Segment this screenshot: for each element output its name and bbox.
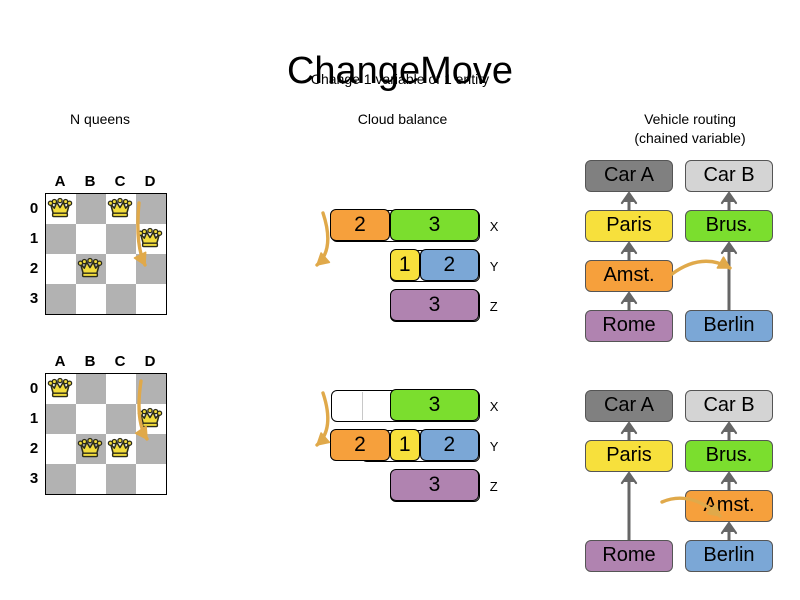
- cloud-computer-label-X: X: [489, 219, 499, 234]
- board-cell-D0[interactable]: [136, 194, 166, 224]
- board-rank-label-3: 3: [29, 290, 39, 307]
- board-file-label-C: C: [114, 173, 126, 190]
- routing-chain-edge: [620, 241, 638, 260]
- move-arrow-icon: [134, 379, 149, 441]
- routing-node-rome[interactable]: Rome: [585, 310, 673, 342]
- board-cell-B3[interactable]: [76, 284, 106, 314]
- move-arrow-icon: [315, 391, 331, 447]
- board-cell-C2[interactable]: [106, 254, 136, 284]
- routing-chain-edge: [620, 471, 638, 540]
- cloud-computer-label-Y: Y: [489, 259, 499, 274]
- routing-chain-edge: [620, 421, 638, 440]
- board-cell-C3[interactable]: [106, 464, 136, 494]
- board-file-label-D: D: [144, 353, 156, 370]
- cloud-process-X-2[interactable]: 3: [389, 209, 480, 242]
- move-arrow-icon: [133, 201, 147, 267]
- routing-chain-edge: [720, 471, 738, 490]
- routing-chain-edge: [620, 191, 638, 210]
- section-heading-nqueens: N queens: [70, 111, 130, 127]
- board-cell-D3[interactable]: [136, 284, 166, 314]
- board-file-label-A: A: [54, 173, 66, 190]
- routing-node-car-b[interactable]: Car B: [685, 160, 773, 192]
- routing-node-paris[interactable]: Paris: [585, 210, 673, 242]
- routing-node-berlin[interactable]: Berlin: [685, 310, 773, 342]
- routing-node-brus[interactable]: Brus.: [685, 210, 773, 242]
- board-cell-C1[interactable]: [106, 224, 136, 254]
- board-cell-B0[interactable]: [76, 194, 106, 224]
- board-cell-C1[interactable]: [106, 404, 136, 434]
- cloud-process-Z-1[interactable]: 3: [389, 289, 480, 322]
- board-cell-B0[interactable]: [76, 374, 106, 404]
- cloud-computer-label-X: X: [489, 399, 499, 414]
- cloud-process-Z-1[interactable]: 3: [389, 469, 480, 502]
- routing-node-brus[interactable]: Brus.: [685, 440, 773, 472]
- page-subtitle: Change 1 variable of 1 entity: [310, 71, 490, 87]
- move-arrow-icon: [670, 256, 732, 276]
- routing-chain-edge: [620, 291, 638, 310]
- cloud-process-X-1[interactable]: 2: [330, 209, 390, 242]
- cloud-process-Y-1[interactable]: 2: [330, 429, 390, 462]
- board-rank-label-0: 0: [29, 200, 39, 217]
- routing-node-amst[interactable]: Amst.: [585, 260, 673, 292]
- board-cell-D3[interactable]: [136, 464, 166, 494]
- cloud-computer-label-Z: Z: [489, 299, 498, 314]
- board-rank-label-3: 3: [29, 470, 39, 487]
- cloud-process-Y-3[interactable]: 2: [419, 429, 480, 462]
- routing-node-car-b[interactable]: Car B: [685, 390, 773, 422]
- move-arrow-icon: [660, 496, 722, 518]
- board-cell-D2[interactable]: [136, 434, 166, 464]
- board-rank-label-2: 2: [29, 440, 39, 457]
- board-file-label-B: B: [84, 353, 96, 370]
- cloud-process-Y-1[interactable]: 1: [389, 249, 420, 282]
- routing-chain-edge: [720, 191, 738, 210]
- cloud-computer-bar-Z[interactable]: 3: [389, 289, 480, 322]
- cloud-computer-bar-Z[interactable]: 3: [389, 469, 480, 502]
- cloud-computer-bar-X[interactable]: 3: [330, 389, 480, 422]
- board-rank-label-1: 1: [29, 230, 39, 247]
- board-cell-C0[interactable]: [106, 374, 136, 404]
- cloud-process-Y-2[interactable]: 2: [419, 249, 480, 282]
- section-heading-routing-line1: Vehicle routing: [644, 111, 736, 127]
- board-rank-label-0: 0: [29, 380, 39, 397]
- board-cell-B1[interactable]: [76, 404, 106, 434]
- routing-chain-edge: [720, 521, 738, 540]
- board-cell-A2[interactable]: [46, 434, 76, 464]
- board-file-label-D: D: [144, 173, 156, 190]
- routing-node-paris[interactable]: Paris: [585, 440, 673, 472]
- routing-node-rome[interactable]: Rome: [585, 540, 673, 572]
- board-cell-B1[interactable]: [76, 224, 106, 254]
- board-cell-A1[interactable]: [46, 404, 76, 434]
- board-file-label-A: A: [54, 353, 66, 370]
- board-rank-label-1: 1: [29, 410, 39, 427]
- cloud-computer-label-Y: Y: [489, 439, 499, 454]
- board-cell-A1[interactable]: [46, 224, 76, 254]
- section-heading-routing-line2: (chained variable): [634, 130, 746, 146]
- routing-node-car-a[interactable]: Car A: [585, 160, 673, 192]
- board-file-label-C: C: [114, 353, 126, 370]
- board-cell-B3[interactable]: [76, 464, 106, 494]
- board-cell-A3[interactable]: [46, 284, 76, 314]
- move-arrow-icon: [315, 211, 331, 267]
- board-cell-A3[interactable]: [46, 464, 76, 494]
- board-cell-C3[interactable]: [106, 284, 136, 314]
- board-file-label-B: B: [84, 173, 96, 190]
- cloud-empty-slot-divider: [361, 392, 363, 420]
- cloud-process-Y-2[interactable]: 1: [389, 429, 420, 462]
- board-rank-label-2: 2: [29, 260, 39, 277]
- routing-node-car-a[interactable]: Car A: [585, 390, 673, 422]
- routing-node-berlin[interactable]: Berlin: [685, 540, 773, 572]
- section-heading-cloud: Cloud balance: [357, 111, 448, 127]
- page-title: ChangeMove: [286, 50, 514, 93]
- routing-chain-edge: [720, 421, 738, 440]
- cloud-process-X-1[interactable]: 3: [389, 389, 480, 422]
- cloud-computer-label-Z: Z: [489, 479, 498, 494]
- board-cell-A2[interactable]: [46, 254, 76, 284]
- routing-chain-edge: [720, 241, 738, 310]
